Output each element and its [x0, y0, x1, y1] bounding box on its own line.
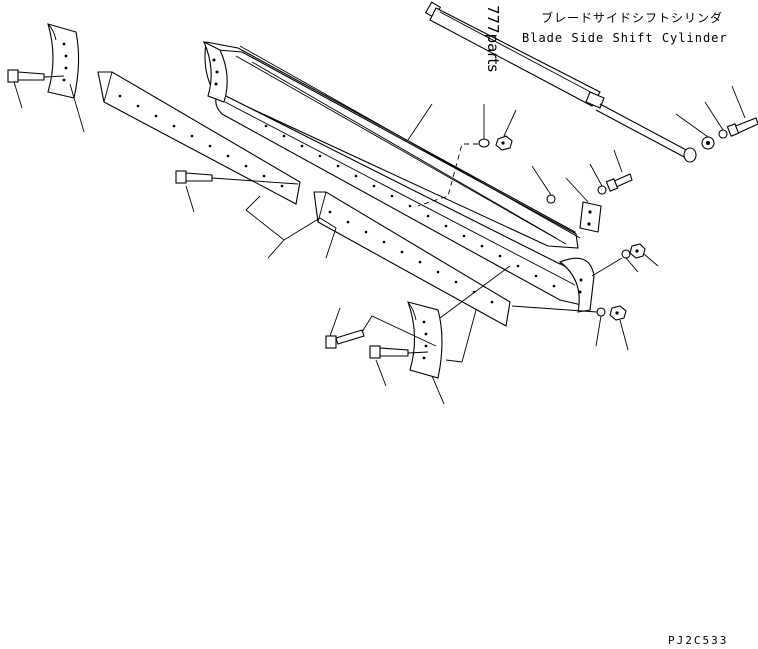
- blade-side-bracket: [565, 177, 602, 233]
- cutting-edge-left: [97, 71, 301, 205]
- cutting-edge-right: [313, 191, 511, 327]
- leader-end-bit-right-3: [461, 309, 477, 363]
- nut-washer-upper: [417, 104, 517, 207]
- bracket-washer: [589, 163, 607, 195]
- leader-end-bit-right-2: [445, 359, 463, 363]
- drawing-code: PJ2C533: [668, 634, 728, 647]
- end-bit-left: [47, 23, 85, 133]
- moldboard-bolt-holes: [264, 124, 556, 288]
- nut-washer-right-upper: [591, 243, 659, 277]
- side-shift-cylinder: [424, 1, 697, 163]
- leader-cutting-edges: [245, 195, 337, 259]
- end-bit-right: [407, 301, 445, 405]
- moldboard: [202, 40, 595, 313]
- end-bit-right-bolt-upper: [325, 307, 437, 349]
- cylinder-label-jp: ブレードサイドシフトシリンダ: [541, 10, 723, 25]
- watermark-stamp: 777parts: [484, 5, 502, 72]
- nut-washer-right-lower: [511, 305, 629, 351]
- end-bit-left-bolt: [7, 69, 65, 109]
- cylinder-end-bolt: [726, 85, 758, 137]
- leader-moldboard: [407, 103, 433, 141]
- cylinder-end-lockwasher: [704, 101, 728, 139]
- leader-end-bit-right: [439, 265, 511, 319]
- cylinder-label-en: Blade Side Shift Cylinder: [522, 31, 728, 45]
- bracket-bolt: [605, 149, 633, 192]
- center-cutting-edge-bolt: [175, 170, 299, 213]
- end-bit-right-bolt-lower: [369, 345, 429, 387]
- cylinder-end-washer: [675, 113, 715, 150]
- bracket-pin: [531, 165, 556, 204]
